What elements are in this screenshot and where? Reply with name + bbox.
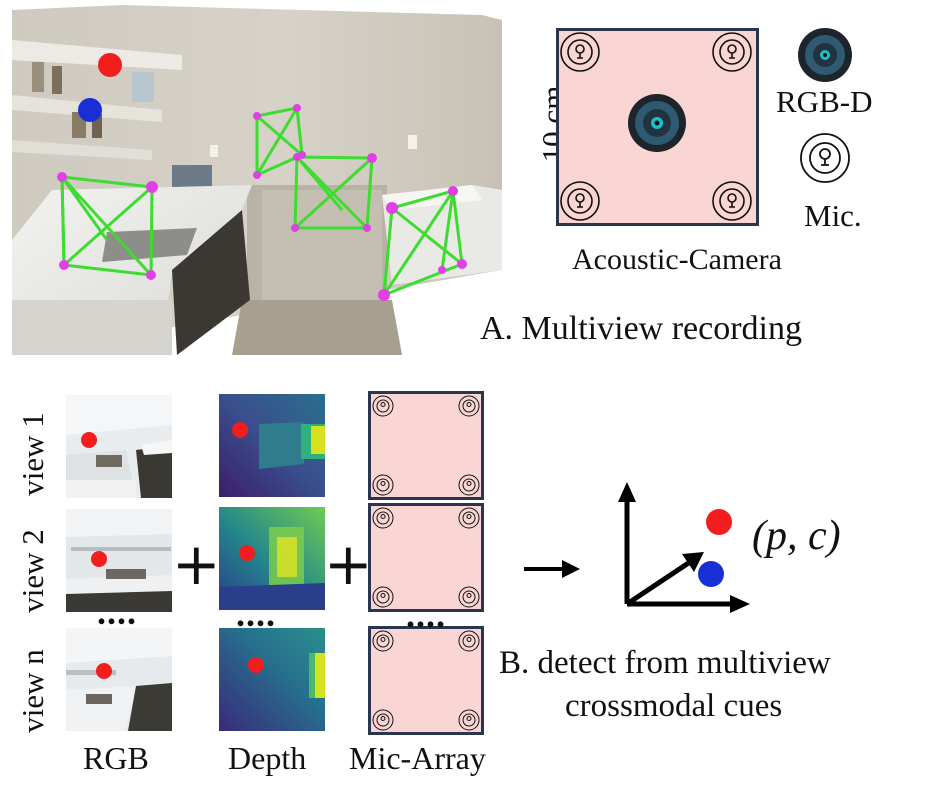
depth-thumbnail-view-1	[219, 394, 325, 497]
rgbd-camera-icon	[628, 94, 686, 152]
mic-array-thumbnail-view-n	[368, 626, 484, 735]
ellipsis-rgb: ....	[97, 592, 137, 632]
mic-icon	[560, 181, 600, 221]
rgb-thumbnail-view-n	[66, 628, 172, 731]
ellipsis-depth: ....	[236, 594, 276, 634]
depth-thumbnail-view-n	[219, 628, 325, 731]
panel-b-caption-line-1: B. detect from multiview	[499, 645, 831, 681]
mic-array-thumbnail-view-1	[368, 391, 484, 500]
listener-marker	[78, 98, 102, 122]
legend-mic-label: Mic.	[804, 198, 862, 233]
output-axes	[618, 482, 750, 613]
column-label-depth: Depth	[228, 740, 307, 776]
mic-icon	[712, 32, 752, 72]
row-label-view-n: view n	[15, 649, 50, 733]
flow-arrow	[524, 560, 580, 578]
mic-icon	[712, 181, 752, 221]
depth-thumbnail-view-2	[219, 507, 325, 610]
plus-sign: +	[172, 530, 221, 598]
mic-array-thumbnail-view-2	[368, 503, 484, 612]
ellipsis-mic: ....	[406, 595, 446, 635]
output-listener-marker	[698, 561, 724, 587]
row-label-view-1: view 1	[15, 412, 50, 496]
row-label-view-2: view 2	[15, 529, 50, 613]
sound-source-marker	[98, 53, 122, 77]
legend-rgbd-label: RGB-D	[776, 84, 873, 119]
scene-image	[12, 5, 502, 355]
plus-sign: +	[324, 530, 373, 598]
rgb-thumbnail-view-1	[66, 395, 172, 498]
column-label-rgb: RGB	[83, 740, 149, 776]
legend-mic-icon	[800, 133, 850, 183]
rgb-thumbnail-view-2	[66, 509, 172, 612]
mic-icon	[560, 32, 600, 72]
legend-rgbd-icon	[798, 28, 852, 82]
device-label: Acoustic-Camera	[572, 243, 782, 276]
panel-a-caption: A. Multiview recording	[480, 310, 802, 347]
acoustic-camera-device	[556, 28, 759, 226]
column-label-mic-array: Mic-Array	[349, 740, 486, 776]
output-label: (p, c)	[752, 513, 841, 559]
output-source-marker	[706, 509, 732, 535]
panel-b-caption-line-2: crossmodal cues	[565, 688, 783, 724]
